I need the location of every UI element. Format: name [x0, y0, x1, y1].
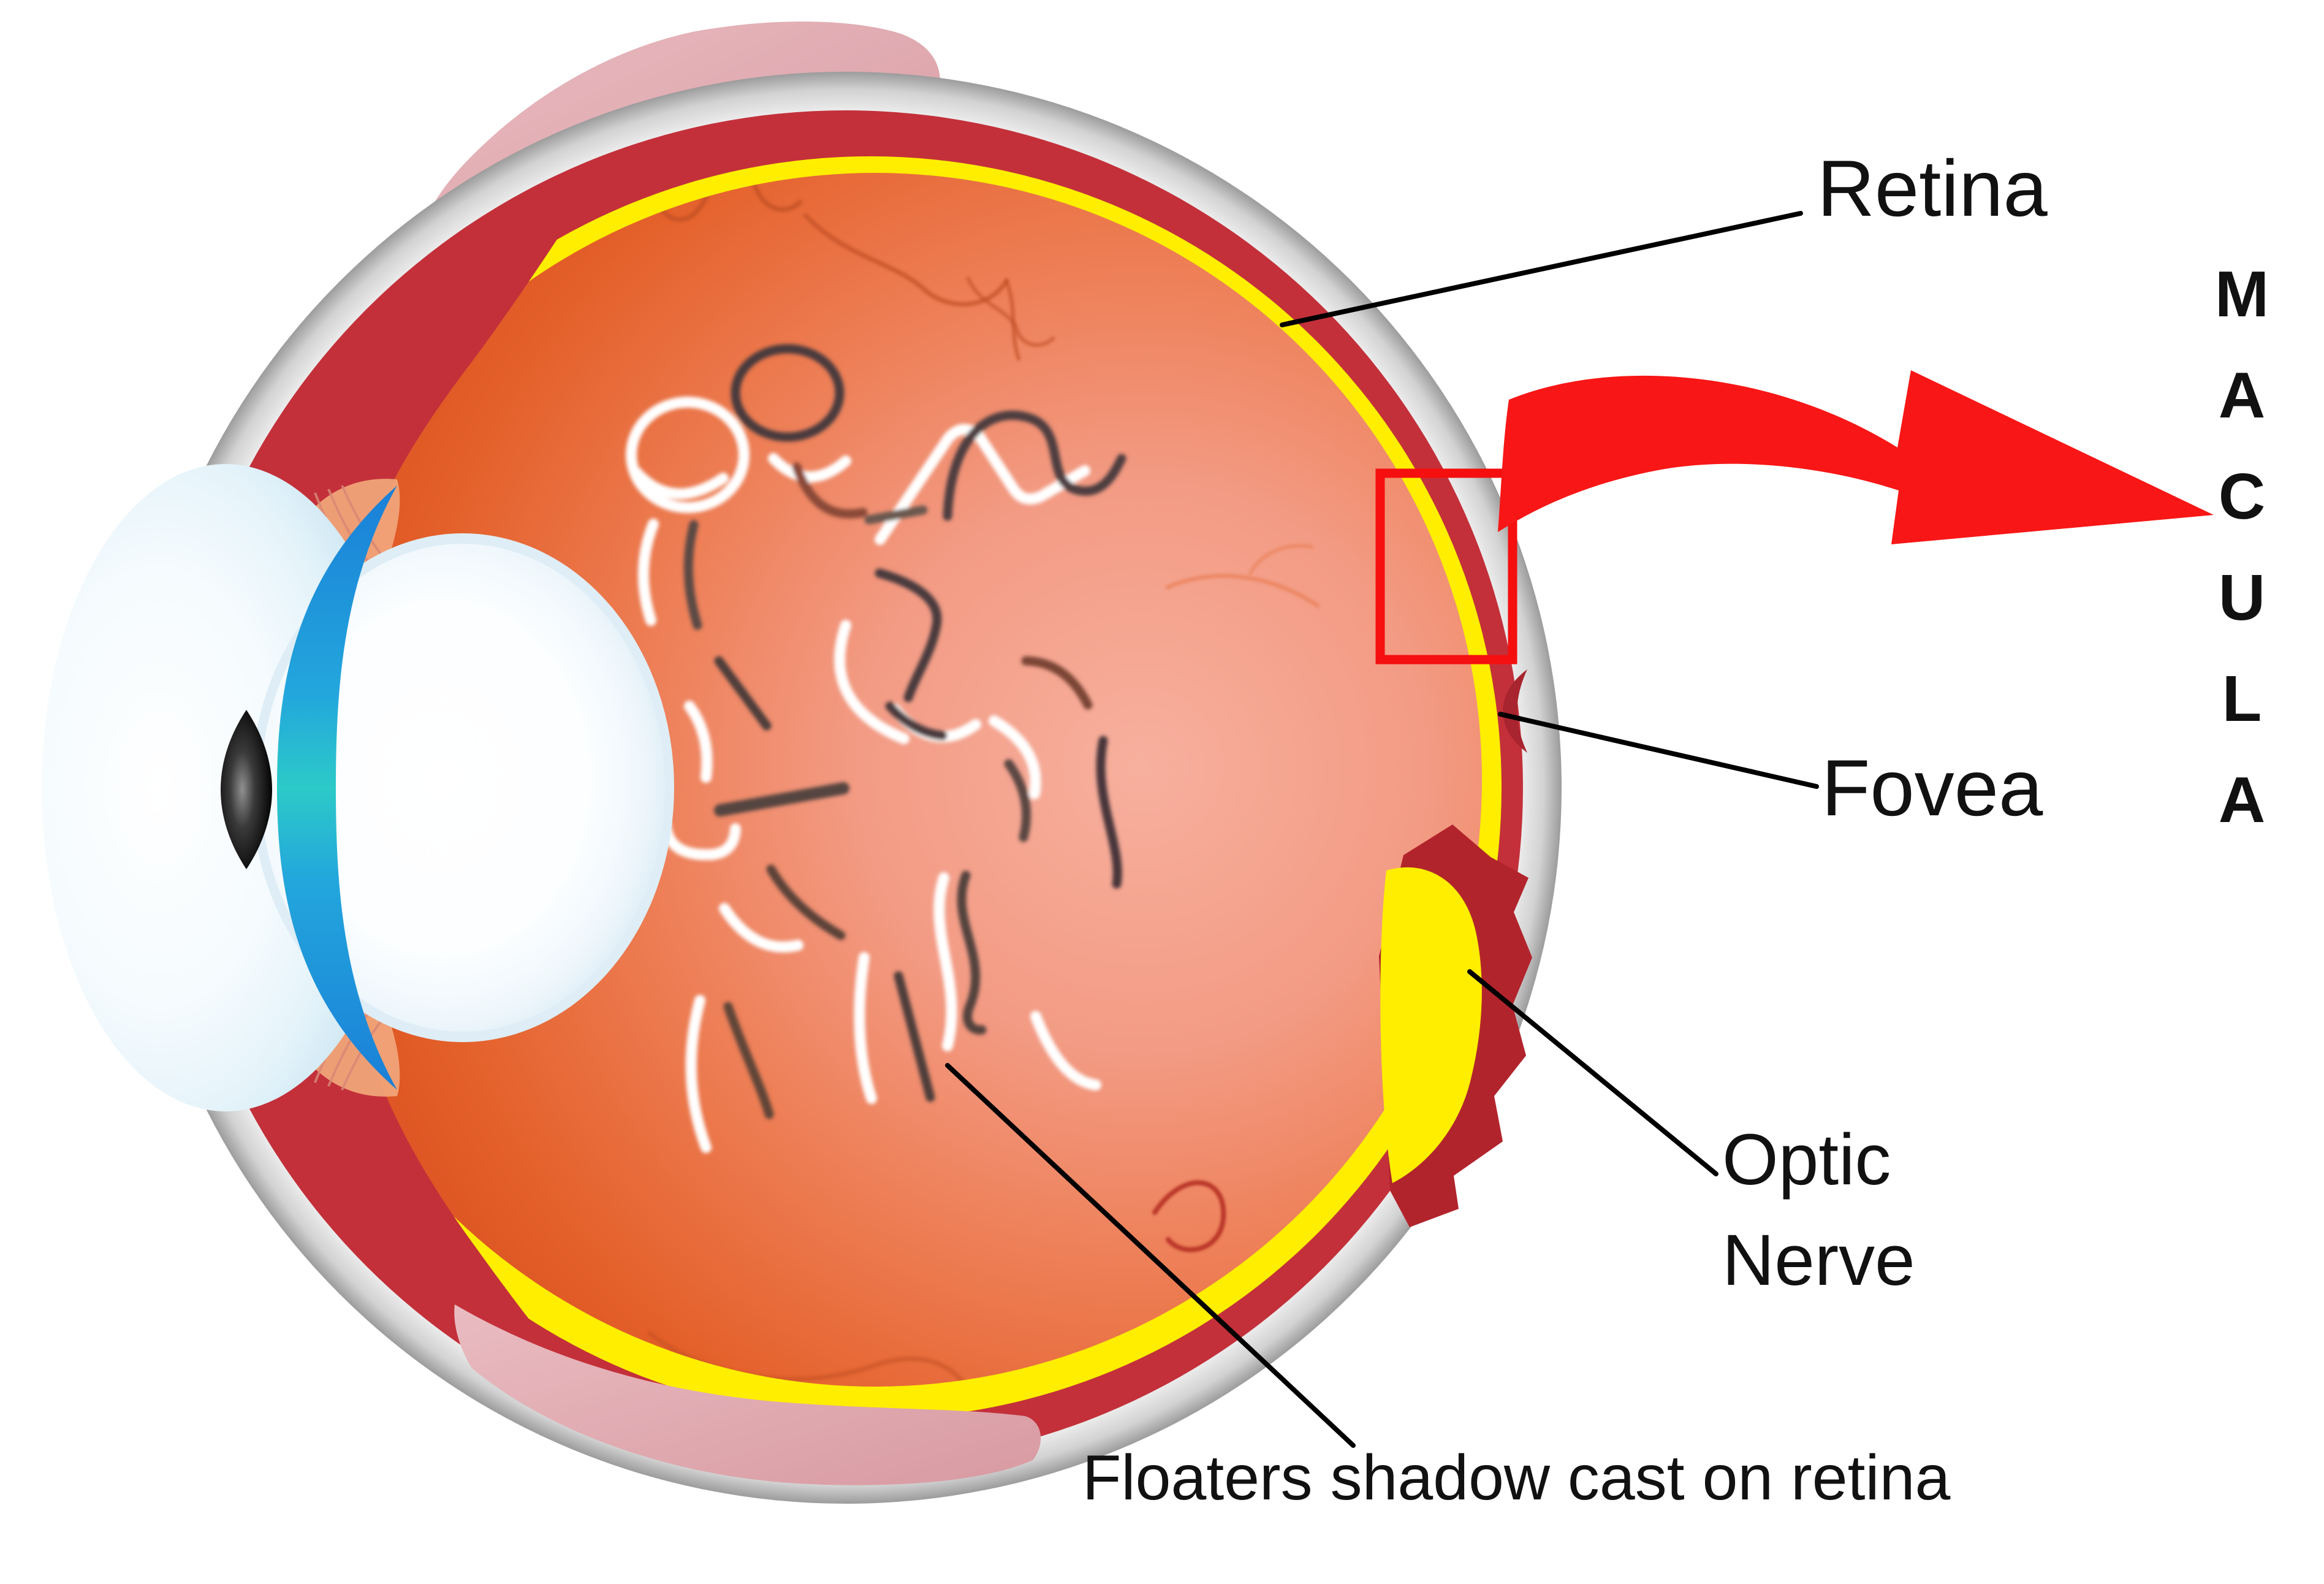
lens [260, 544, 665, 1032]
optic-nerve-leader-line [1467, 969, 1718, 1176]
macula-letter: U [2219, 562, 2266, 634]
floaters-leader-line [945, 1063, 1356, 1448]
eyelid-tissue-bottom [454, 1304, 1041, 1485]
macula-box [1375, 468, 1517, 664]
macula-letter: C [2219, 460, 2266, 533]
ciliary-choroid-front [169, 151, 614, 1424]
optic-nerve-label-line1: Optic [1722, 1119, 1891, 1200]
iris [277, 485, 397, 1090]
floaters-caption: Floaters shadow cast on retina [1082, 1442, 1950, 1514]
macula-letter: L [2222, 663, 2262, 735]
pupil [221, 710, 272, 869]
retina-leader-line [1280, 211, 1803, 327]
leader-lines [945, 211, 1819, 1448]
vitreous-body [268, 173, 1482, 1387]
fovea-pit [1503, 669, 1527, 753]
macula-label: M A C U L A [2215, 258, 2269, 836]
macula-letter: M [2215, 258, 2269, 330]
macula-letter: A [2219, 764, 2266, 836]
optic-nerve-head [1380, 867, 1482, 1183]
optic-nerve-label-line2: Nerve [1722, 1220, 1915, 1301]
macula-arrow [1498, 370, 2214, 544]
fovea-label: Fovea [1821, 743, 2043, 832]
macula-letter: A [2219, 359, 2266, 432]
retina-label: Retina [1817, 143, 2048, 233]
fovea-leader-line [1498, 712, 1819, 789]
